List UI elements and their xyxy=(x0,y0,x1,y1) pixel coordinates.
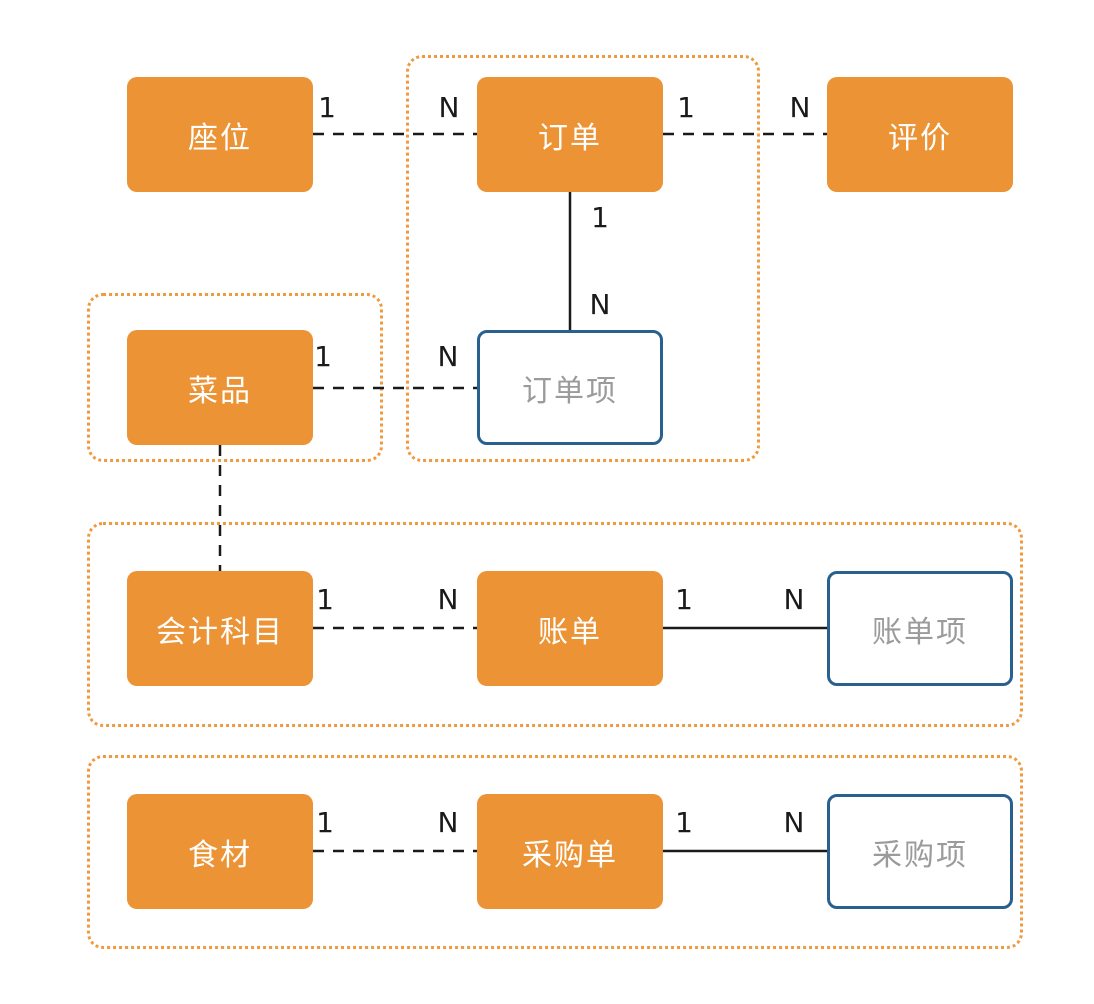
cardinality-seat-order-one: 1 xyxy=(318,91,336,124)
group-bill-cluster xyxy=(87,522,1023,727)
group-dish-cluster xyxy=(87,293,383,462)
cardinality-seat-order-many: N xyxy=(438,91,460,124)
cardinality-order-order-item-many: N xyxy=(589,288,611,321)
entity-order-item: 订单项 xyxy=(477,330,663,445)
entity-purchase-order: 采购单 xyxy=(477,794,663,909)
cardinality-bill-bill-item-one: 1 xyxy=(675,583,693,616)
cardinality-ingredient-purchase-many: N xyxy=(437,806,459,839)
entity-purchase-item: 采购项 xyxy=(827,794,1013,909)
cardinality-account-bill-one: 1 xyxy=(316,583,334,616)
cardinality-order-review-many: N xyxy=(789,91,811,124)
cardinality-order-review-one: 1 xyxy=(677,91,695,124)
entity-ingredient: 食材 xyxy=(127,794,313,909)
cardinality-ingredient-purchase-one: 1 xyxy=(316,806,334,839)
cardinality-account-bill-many: N xyxy=(437,583,459,616)
cardinality-order-order-item-one: 1 xyxy=(591,201,609,234)
entity-review: 评价 xyxy=(827,77,1013,192)
entity-dish: 菜品 xyxy=(127,330,313,445)
cardinality-purchase-purchase-item-many: N xyxy=(783,806,805,839)
cardinality-dish-order-item-many: N xyxy=(437,340,459,373)
cardinality-dish-order-item-one: 1 xyxy=(314,340,332,373)
entity-bill-item: 账单项 xyxy=(827,571,1013,686)
entity-order: 订单 xyxy=(477,77,663,192)
cardinality-purchase-purchase-item-one: 1 xyxy=(675,806,693,839)
cardinality-bill-bill-item-many: N xyxy=(783,583,805,616)
entity-accounting-subject: 会计科目 xyxy=(127,571,313,686)
group-order-cluster xyxy=(406,55,760,462)
entity-seat: 座位 xyxy=(127,77,313,192)
entity-bill: 账单 xyxy=(477,571,663,686)
group-purchase-cluster xyxy=(87,755,1023,949)
